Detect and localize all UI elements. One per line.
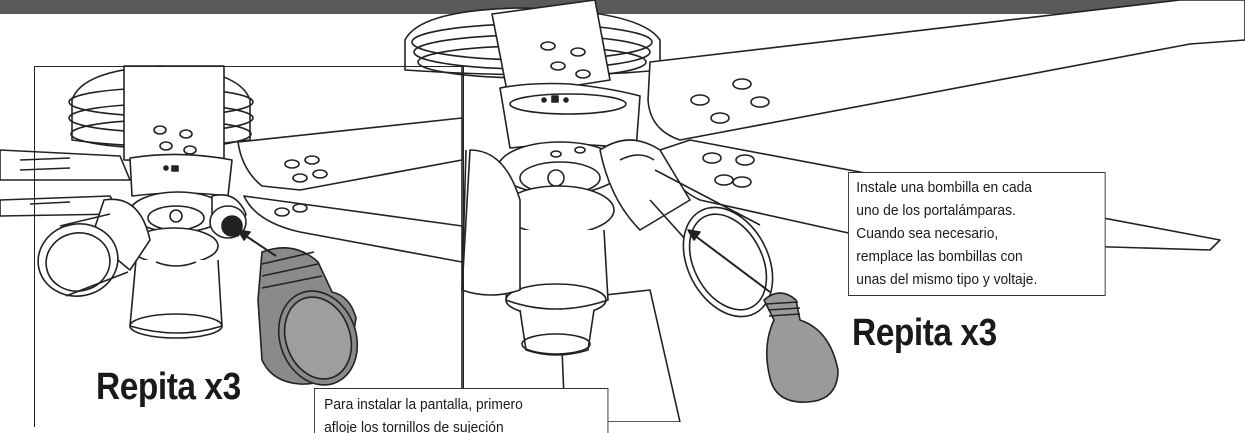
inset-frame	[34, 66, 464, 427]
note-line: unas del mismo tipo y voltaje.	[856, 271, 1038, 288]
fan-blade-icon	[647, 0, 1245, 141]
note-line: afloje los tornillos de sujeción	[324, 419, 504, 433]
fan-blade-icon	[491, 0, 611, 97]
install-arrow-icon	[237, 229, 277, 257]
glass-shade-icon	[257, 246, 359, 386]
fan-blade-icon	[0, 149, 131, 217]
light-bulb-icon	[763, 292, 839, 403]
install-arrow-icon	[687, 229, 771, 293]
header-bar	[0, 0, 1245, 14]
glass-shade-icon	[37, 198, 151, 297]
fan-illustration	[0, 0, 1245, 422]
note-line: Instale una bombilla en cada	[856, 179, 1032, 196]
fan-blade-icon	[243, 195, 463, 263]
repeat-label-left: Repita x3	[96, 366, 241, 408]
light-fixture-icon	[497, 82, 641, 356]
light-fixture-icon	[129, 153, 233, 339]
repeat-label-right: Repita x3	[852, 312, 997, 354]
note-line: Para instalar la pantalla, primero	[324, 396, 523, 413]
fan-blade-icon	[237, 117, 463, 191]
glass-shade-icon	[461, 149, 521, 296]
glass-shade-icon	[599, 139, 774, 318]
note-line: remplace las bombillas con	[856, 248, 1023, 265]
glass-shade-icon	[209, 194, 247, 239]
note-line: Cuando sea necesario,	[856, 225, 999, 242]
note-line: uno de los portalámparas.	[856, 202, 1016, 219]
shade-instruction-note: Para instalar la pantalla, primero afloj…	[314, 388, 609, 433]
bulb-instruction-note: Instale una bombilla en cada uno de los …	[848, 172, 1106, 296]
